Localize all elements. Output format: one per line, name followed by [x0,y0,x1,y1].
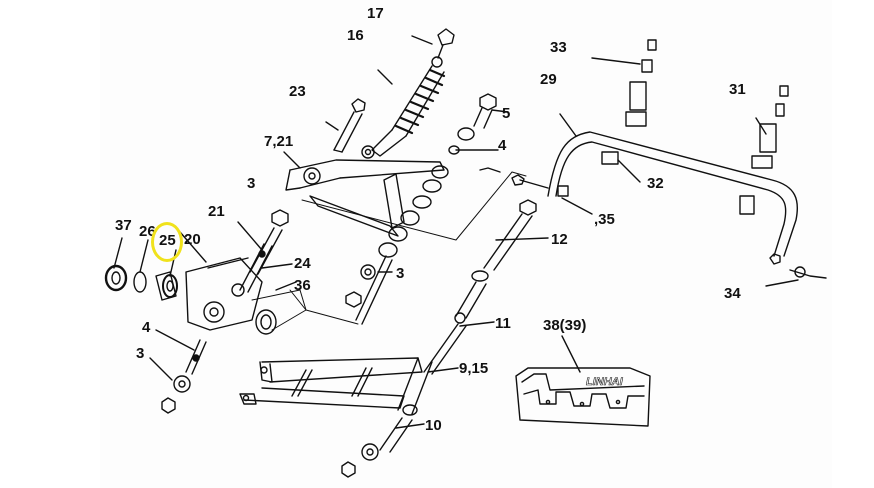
callout-35: ,35 [594,211,615,228]
callout-11: 11 [495,315,511,332]
callout-10: 10 [425,417,442,434]
callout-25: 25 [159,232,176,249]
callout-17: 17 [367,5,384,22]
lower-a-arm [239,357,423,409]
clamp-33 [591,39,657,183]
clamp-31 [739,85,789,215]
bolt-21-24 [237,209,297,293]
callout-21: 21 [208,203,225,220]
callout-38-39: 38(39) [543,317,587,334]
callout-16: 16 [347,27,364,44]
callout-29: 29 [540,71,557,88]
linhai-logo: LINHAI [586,376,624,388]
callout-33: 33 [550,39,567,56]
callout-9-15: 9,15 [459,360,489,377]
callout-32: 32 [647,175,664,192]
long-bolt-12 [341,199,549,478]
callout-3-upper: 3 [247,175,256,192]
callout-20: 20 [184,231,201,248]
callout-3-lower: 3 [136,345,145,362]
diagram-background [100,0,832,488]
cover-guard: LINHAI [515,335,651,427]
callout-31: 31 [729,81,746,98]
lower-left-bolt [149,329,207,414]
callout-7-21: 7,21 [264,133,294,150]
highlight-ring [151,222,183,262]
callout-3-center: 3 [396,265,405,282]
shock-absorber [361,28,455,159]
callout-34: 34 [724,285,741,302]
assembly-guide-lines [251,171,527,331]
bolt-5-stack [378,93,509,258]
leader-16 [377,69,393,85]
callout-37: 37 [115,217,132,234]
leader-17 [411,35,433,45]
callout-23: 23 [289,83,306,100]
lower-bolt-center [345,255,393,325]
knuckle-hub [179,231,277,335]
callout-4-lower: 4 [142,319,151,336]
callout-4-upper: 4 [498,137,507,154]
bolt-23 [325,98,366,153]
callout-12: 12 [551,231,568,248]
stabilizer-bar [511,113,827,287]
callout-5: 5 [502,105,511,122]
callout-24: 24 [294,255,311,272]
callout-36: 36 [294,277,311,294]
